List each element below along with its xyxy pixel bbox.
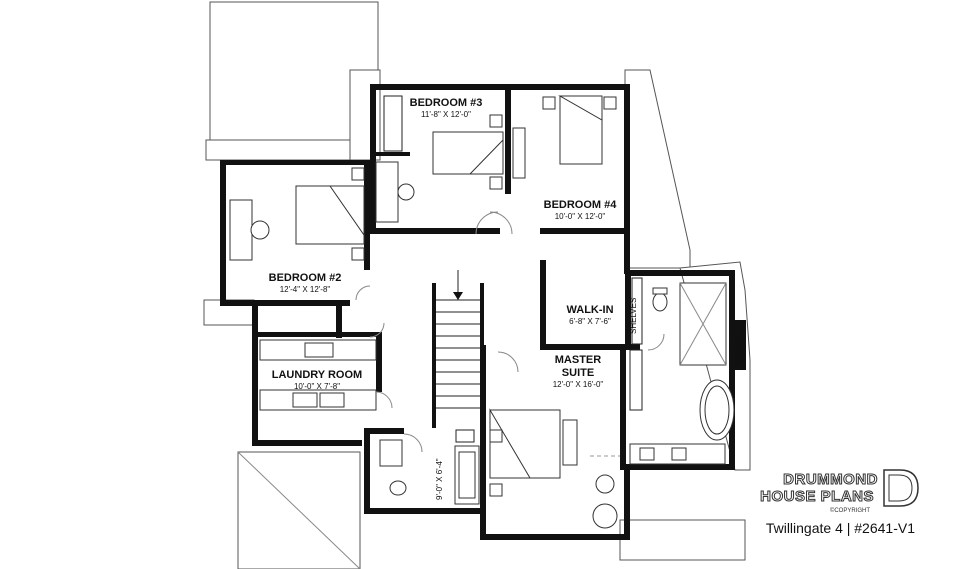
fixtures bbox=[229, 95, 735, 529]
laundry-label: LAUNDRY ROOM bbox=[272, 369, 362, 381]
brand-logo: DRUMMOND HOUSE PLANS ©COPYRIGHT bbox=[760, 469, 919, 514]
brand-line2: HOUSE PLANS bbox=[760, 488, 874, 505]
bedroom2-dim: 12'-4" X 12'-8" bbox=[280, 285, 331, 294]
plan-title: Twillingate 4 | #2641-V1 bbox=[766, 520, 915, 536]
roof-outlines bbox=[203, 1, 751, 569]
door-swings bbox=[355, 211, 665, 453]
bedroom4-label: BEDROOM #4 bbox=[544, 199, 618, 211]
brand-line1: DRUMMOND bbox=[783, 471, 878, 488]
brand-d-mark bbox=[883, 469, 919, 507]
walkin-dim: 6'-8" X 7'-6" bbox=[569, 317, 611, 326]
bath-dim: 9'-0" X 6'-4" bbox=[435, 458, 444, 500]
copyright-label: ©COPYRIGHT bbox=[830, 507, 870, 514]
stair bbox=[436, 270, 480, 409]
bedroom3-dim: 11'-8" X 12'-0" bbox=[421, 110, 471, 119]
bedroom4-dim: 10'-0" X 12'-0" bbox=[555, 212, 606, 221]
shelves-label: SHELVES bbox=[629, 298, 638, 334]
bedroom3-label: BEDROOM #3 bbox=[410, 97, 483, 109]
master-label-2: SUITE bbox=[562, 367, 594, 379]
laundry-dim: 10'-0" X 7'-8" bbox=[294, 382, 340, 391]
bench-label: BENCH bbox=[734, 337, 743, 365]
master-dim: 12'-0" X 16'-0" bbox=[553, 380, 604, 389]
master-label-1: MASTER bbox=[555, 354, 602, 366]
walls bbox=[220, 84, 746, 540]
bedroom2-label: BEDROOM #2 bbox=[269, 272, 342, 284]
walkin-label: WALK-IN bbox=[566, 304, 613, 316]
room-labels: BEDROOM #3 11'-8" X 12'-0" BEDROOM #4 10… bbox=[269, 97, 743, 500]
